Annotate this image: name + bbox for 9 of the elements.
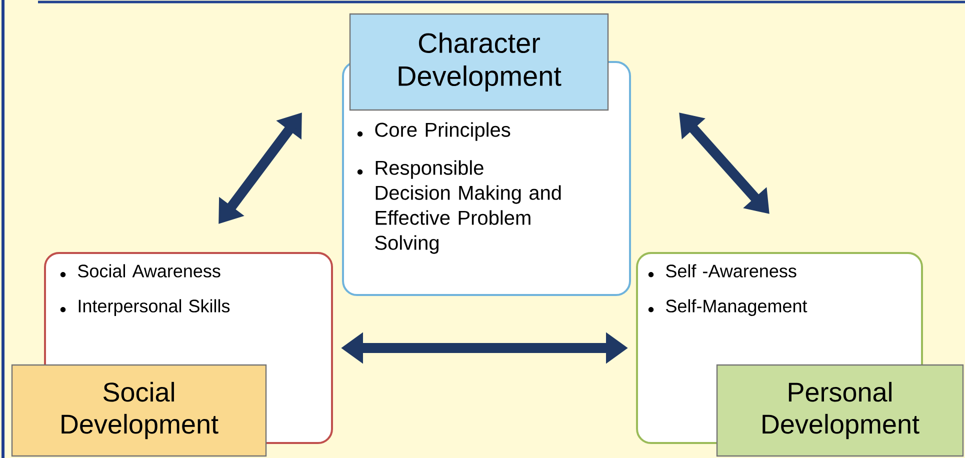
heading-box: Character Development (349, 13, 609, 111)
bullet-item: Social Awareness (78, 264, 220, 278)
bullet-item: Self-Management (666, 299, 808, 316)
heading-box: Social Development (11, 364, 267, 457)
bullet-item: Interpersonal Skills (78, 299, 230, 316)
bullet-item: Self -Awareness (666, 264, 796, 278)
heading-box: Personal Development (716, 364, 964, 457)
bullet-item: Responsible Decision Making and Effective Problem Solving (375, 160, 561, 254)
bullet-item: Core Principles (375, 122, 510, 141)
